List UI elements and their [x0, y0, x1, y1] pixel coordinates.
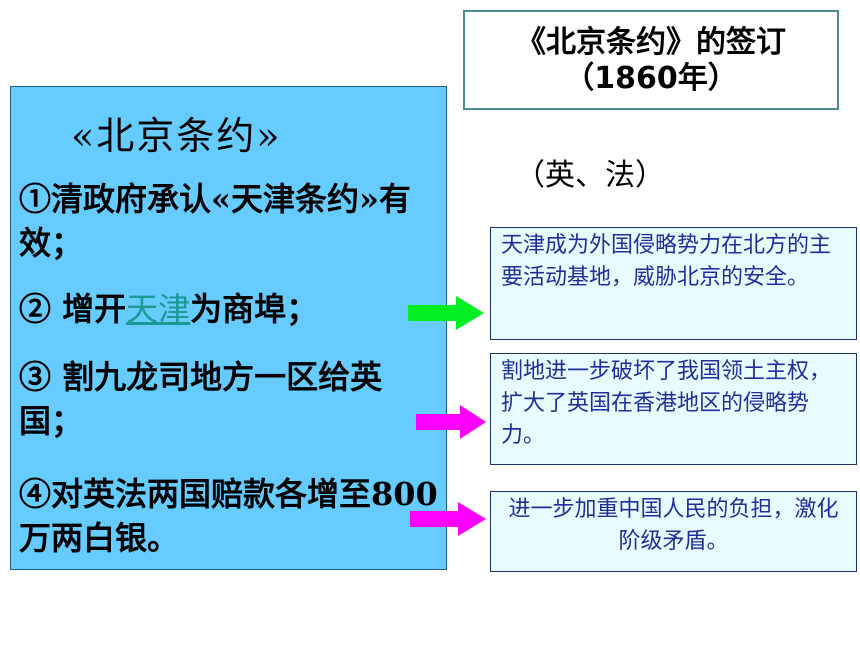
consequence-note-2: 割地进一步破坏了我国领土主权，扩大了英国在香港地区的侵略势力。: [490, 353, 857, 465]
slide-title-box: 《北京条约》的签订 （1860年）: [463, 10, 839, 110]
slide-title: 《北京条约》的签订: [516, 25, 786, 60]
magenta-arrow-icon: [410, 502, 486, 536]
parties-label: （英、法）: [515, 158, 665, 193]
clause-4: ④对英法两国赔款各增至800万两白银。: [19, 475, 438, 557]
treaty-heading: «北京条约»: [71, 114, 282, 158]
clause-2-prefix: ② 增开: [19, 290, 127, 328]
clause-1: ①清政府承认«天津条约»有效；: [19, 180, 412, 262]
treaty-content-box: «北京条约» ①清政府承认«天津条约»有效； ② 增开天津为商埠； ③ 割九龙司…: [10, 86, 447, 570]
magenta-arrow-icon: [416, 405, 486, 439]
consequence-note-3: 进一步加重中国人民的负担，激化阶级矛盾。: [490, 491, 857, 572]
slide-title-year: （1860年）: [564, 61, 738, 96]
green-arrow-icon: [408, 296, 484, 330]
tianjin-link[interactable]: 天津: [126, 290, 191, 328]
consequence-note-1: 天津成为外国侵略势力在北方的主要活动基地，威胁北京的安全。: [490, 227, 857, 340]
clause-2-suffix: 为商埠；: [190, 290, 319, 328]
clause-3: ③ 割九龙司地方一区给英国；: [19, 358, 383, 440]
clause-2: ② 增开天津为商埠；: [19, 287, 439, 331]
